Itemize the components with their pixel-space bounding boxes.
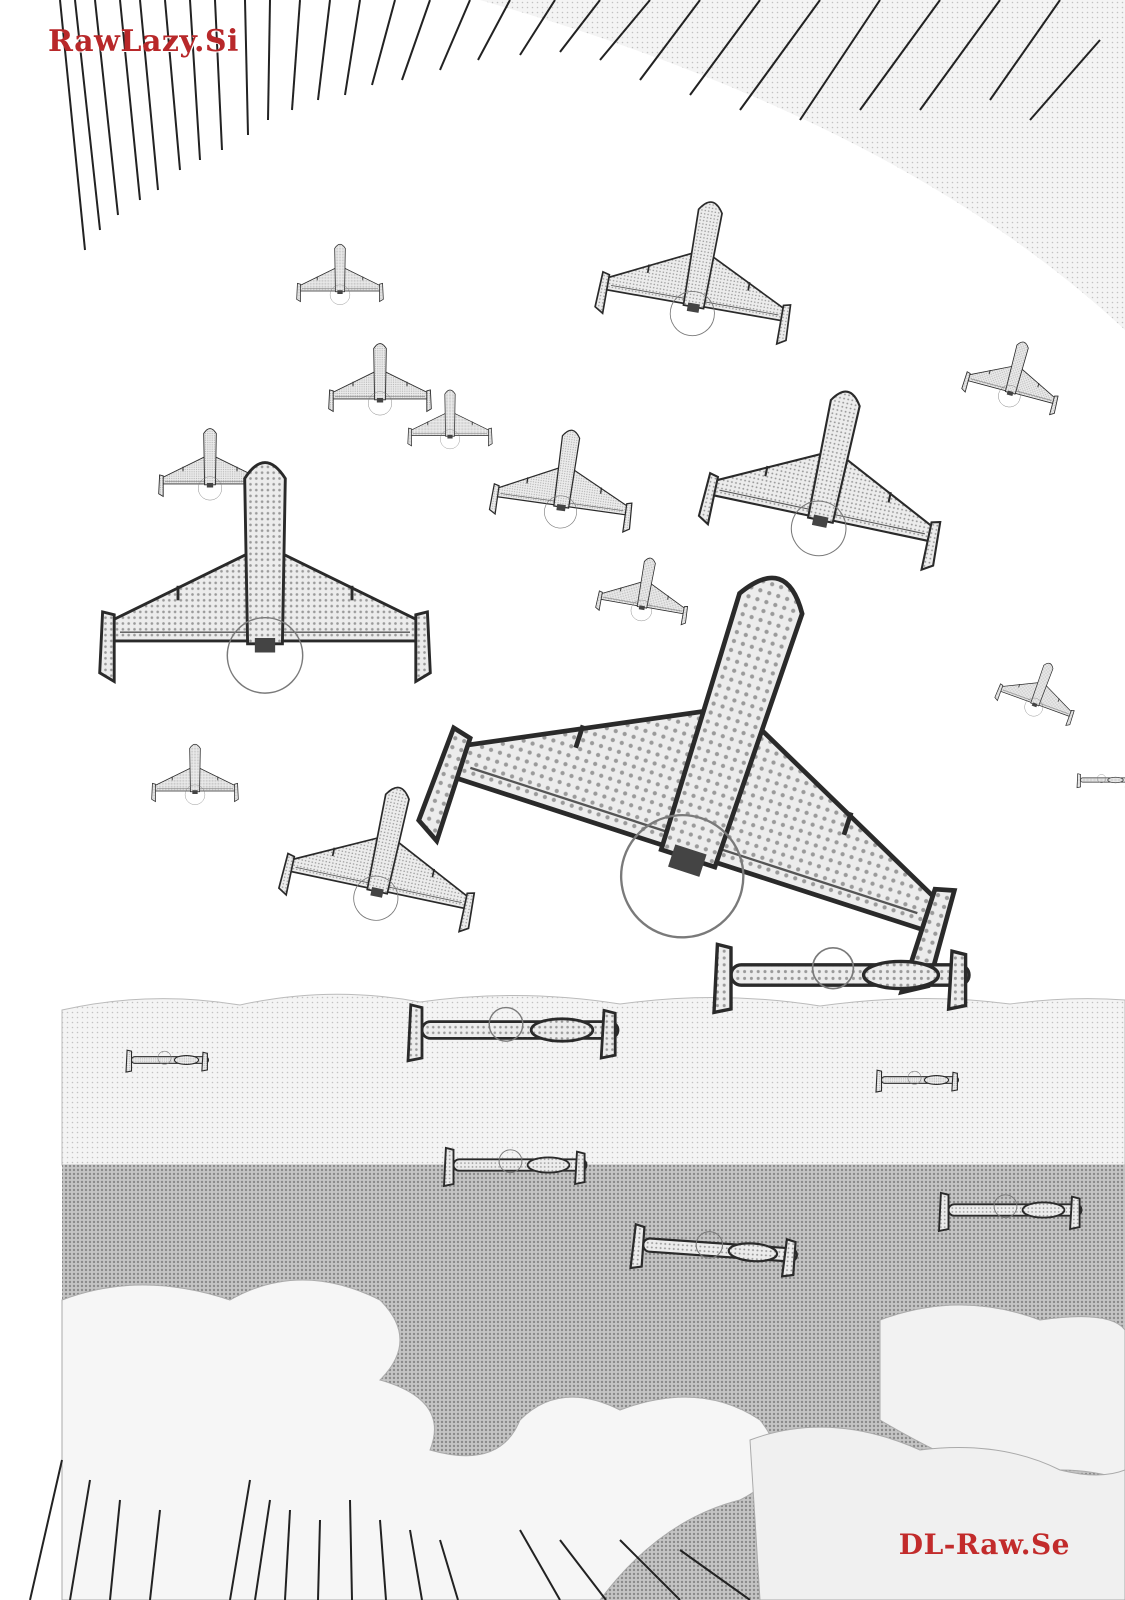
speed-lines-bottom bbox=[29, 1459, 751, 1600]
watermark-bottom-right: DL-Raw.Se bbox=[898, 1528, 1070, 1561]
watermark-top-left: RawLazy.Si bbox=[48, 24, 239, 59]
speed-lines-top bbox=[59, 0, 1101, 251]
